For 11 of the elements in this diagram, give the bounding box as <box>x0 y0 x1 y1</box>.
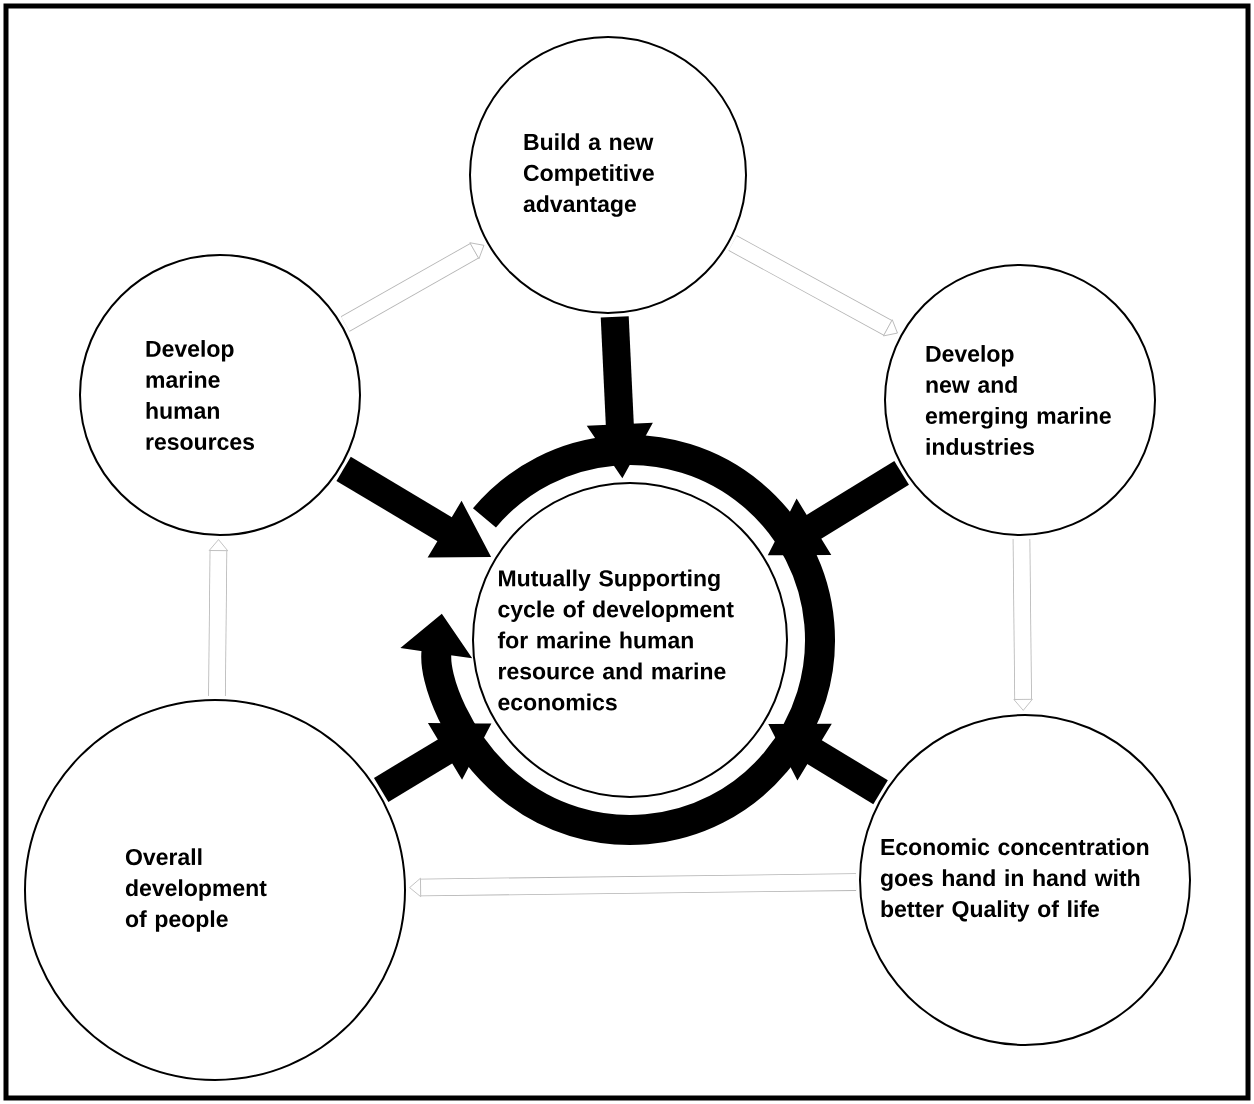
circle-node: Economic concentration goes hand in hand with better Quality of life <box>859 714 1191 1046</box>
hollow-arrow <box>728 235 898 337</box>
hollow-arrow <box>340 242 485 332</box>
hollow-arrow <box>208 539 229 697</box>
circle-node: Mutually Supporting cycle of development for marine human resource and marine economics <box>472 482 788 798</box>
circle-node: Develop new and emerging marine industries <box>884 264 1156 536</box>
hollow-arrow <box>1012 538 1033 711</box>
circle-node: Develop marine human resources <box>79 254 361 536</box>
hollow-arrow <box>409 873 857 898</box>
circle-node: Overall development of people <box>24 699 406 1081</box>
circle-node: Build a new Competitive advantage <box>469 36 747 314</box>
